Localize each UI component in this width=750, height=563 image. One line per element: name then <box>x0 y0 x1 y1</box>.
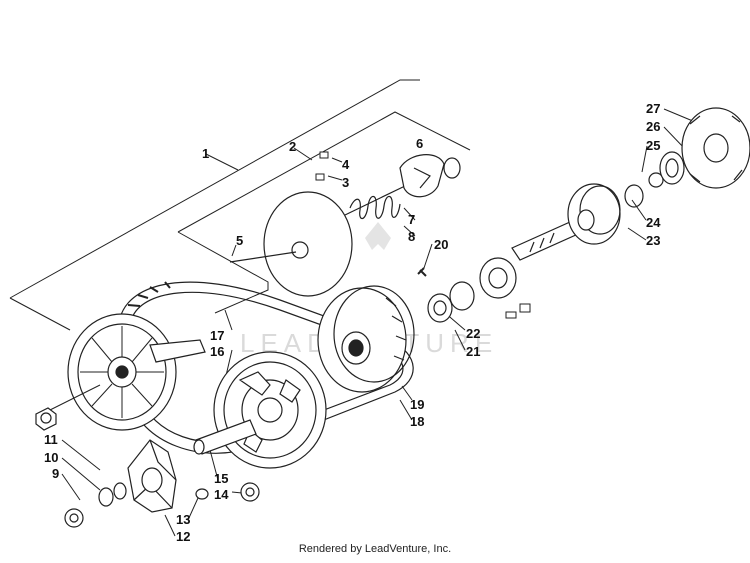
callout-8: 8 <box>408 229 415 244</box>
flange-nut <box>35 407 57 431</box>
retainer-clip <box>64 508 84 528</box>
one-way-bearing <box>659 151 685 185</box>
cam-ramp <box>399 154 445 198</box>
callout-26: 26 <box>646 119 660 134</box>
small-hardware <box>64 482 260 528</box>
callout-19: 19 <box>410 397 424 412</box>
clutch-drum <box>567 183 621 245</box>
callouts: 1 2 3 4 5 6 7 8 9 10 11 12 13 14 15 16 1… <box>44 101 661 544</box>
callout-27: 27 <box>646 101 660 116</box>
pulley-shaft <box>49 384 101 411</box>
callout-5: 5 <box>236 233 243 248</box>
small-bolts <box>505 303 531 319</box>
callout-22: 22 <box>466 326 480 341</box>
nut-14 <box>240 482 260 502</box>
bushing-10 <box>98 487 114 507</box>
keys <box>315 151 329 181</box>
bearing <box>479 257 517 299</box>
callout-21: 21 <box>466 344 480 359</box>
bracket-lines <box>9 79 701 537</box>
callout-24: 24 <box>646 215 661 230</box>
output-shaft <box>511 221 579 261</box>
callout-20: 20 <box>434 237 448 252</box>
footer-credit: Rendered by LeadVenture, Inc. <box>298 543 452 555</box>
spring <box>344 185 406 220</box>
callout-12: 12 <box>176 529 190 544</box>
clutch-shoe-assembly <box>681 107 750 189</box>
callout-25: 25 <box>646 138 660 153</box>
sliding-shaft <box>193 419 257 455</box>
callout-23: 23 <box>646 233 660 248</box>
ring-24 <box>624 184 644 208</box>
callout-1: 1 <box>202 146 209 161</box>
callout-13: 13 <box>176 512 190 527</box>
callout-17: 17 <box>210 328 224 343</box>
spider-cam <box>127 439 177 513</box>
driven-pulley-assembly <box>317 285 415 393</box>
callout-11: 11 <box>44 432 58 447</box>
callout-14: 14 <box>214 487 229 502</box>
snap-ring <box>443 157 461 179</box>
drive-pulley-fixed-half <box>67 313 206 431</box>
callout-6: 6 <box>416 136 423 151</box>
callout-3: 3 <box>342 175 349 190</box>
screw-20 <box>417 267 427 277</box>
callout-10: 10 <box>44 450 58 465</box>
callout-7: 7 <box>408 212 415 227</box>
callout-15: 15 <box>214 471 228 486</box>
callout-2: 2 <box>289 139 296 154</box>
drive-clutch-assembly <box>213 351 327 469</box>
washer-11 <box>113 482 127 500</box>
callout-4: 4 <box>342 157 350 172</box>
callout-9: 9 <box>52 466 59 481</box>
bolt-13 <box>195 488 209 500</box>
nut-25 <box>648 172 664 188</box>
driven-pulley-sheave <box>229 191 353 297</box>
callout-18: 18 <box>410 414 424 429</box>
callout-16: 16 <box>210 344 224 359</box>
bearing-spacer <box>427 281 475 323</box>
